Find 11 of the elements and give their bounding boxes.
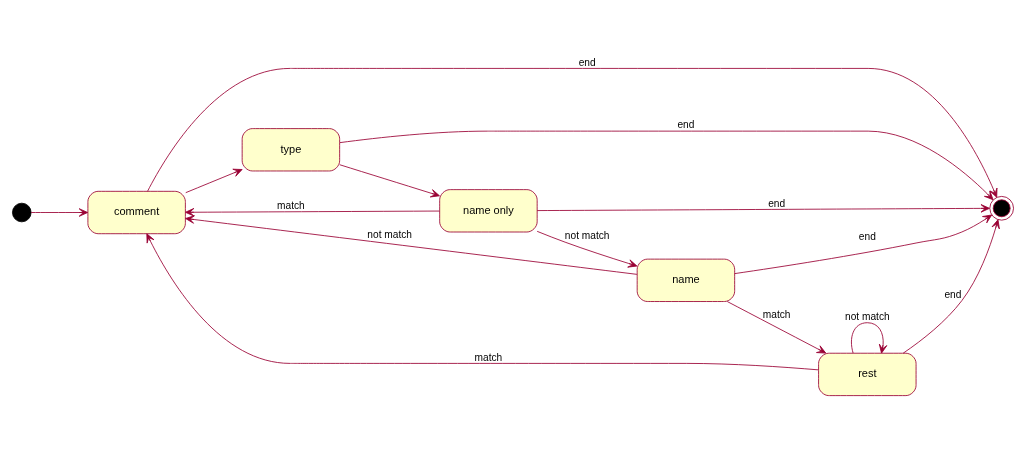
edge-label: not match bbox=[845, 310, 890, 322]
edge-label: not match bbox=[564, 229, 610, 241]
edge-label: not match bbox=[367, 228, 412, 240]
edge-label: match bbox=[277, 199, 305, 211]
edge-label: end bbox=[677, 118, 695, 130]
edge-label: match bbox=[474, 351, 503, 363]
edge-label: match bbox=[762, 308, 791, 320]
edge-label: end bbox=[578, 56, 596, 68]
edge-label: end bbox=[858, 230, 876, 242]
edge-label: end bbox=[768, 197, 786, 209]
edge-label: end bbox=[944, 288, 962, 300]
